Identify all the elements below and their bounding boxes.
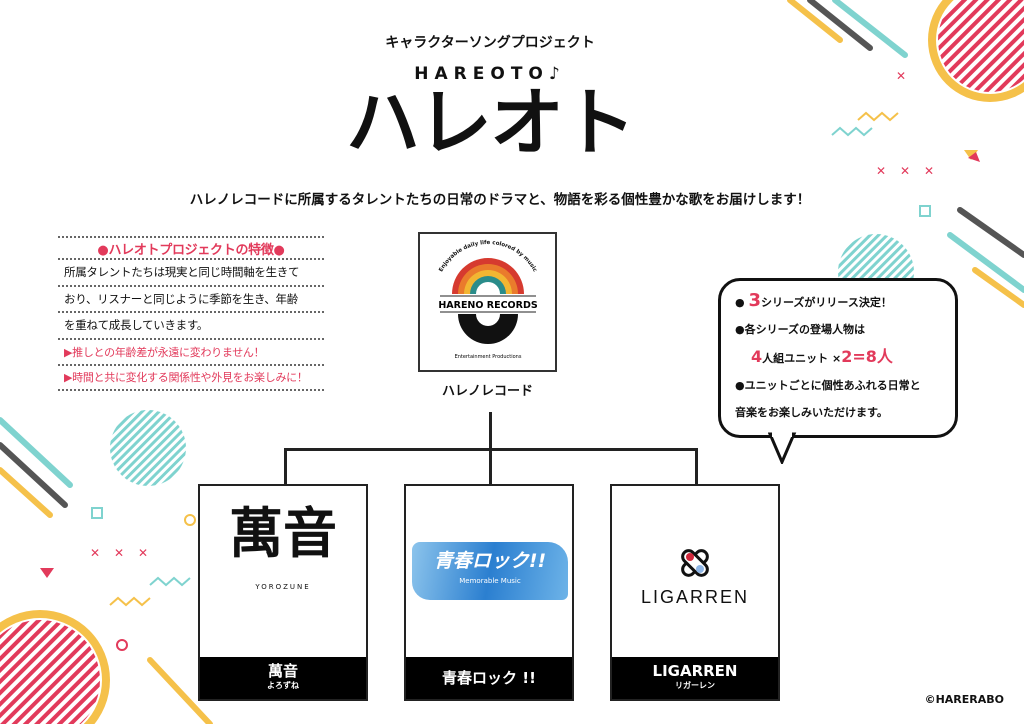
bubble-line: ●ユニットごとに個性あふれる日常と [735, 379, 921, 392]
tree-line [695, 448, 698, 485]
bubble-line: ●各シリーズの登場人物は [735, 323, 866, 336]
bubble-line: シリーズがリリース決定！ [760, 296, 892, 309]
info-speech-bubble: ● 3シリーズがリリース決定！ ●各シリーズの登場人物は 4人組ユニット ×2=… [718, 278, 958, 438]
copyright: ©HARERABO [924, 693, 1004, 706]
unit-name: 萬音 [267, 662, 298, 680]
yorozune-logo-sub: YOROZUNE [255, 583, 311, 591]
tree-line [489, 448, 492, 485]
svg-text:✕: ✕ [876, 164, 886, 178]
page-title: ハレオト [346, 80, 636, 166]
tree-line [284, 448, 287, 485]
bubble-tail [768, 432, 797, 464]
unit-card-seishun-rock[interactable]: 青春ロック!! Memorable Music 青春ロック !! [404, 484, 574, 701]
svg-text:✕: ✕ [896, 69, 906, 83]
feature-point: ▶時間と共に変化する関係性や外見をお楽しみに！ [58, 364, 324, 391]
tagline: ハレノレコードに所属するタレントたちの日常のドラマと、物語を彩る個性豊かな歌をお… [189, 192, 811, 208]
unit-card-yorozune[interactable]: 萬音 YOROZUNE 萬音よろずね [198, 484, 368, 701]
yorozune-logo: 萬音 [229, 501, 337, 565]
ligarren-emblem-icon [681, 549, 709, 577]
unit-reading: よろずね [267, 681, 299, 690]
features-panel: ●ハレオトプロジェクトの特徴● 所属タレントたちは現実と同じ時間軸を生きて おり… [58, 236, 324, 391]
unit-reading: リガーレン [675, 681, 715, 690]
teal-circle [110, 410, 186, 486]
features-title: ●ハレオトプロジェクトの特徴● [58, 236, 324, 258]
member-count: 4 [751, 347, 763, 366]
feature-line: 所属タレントたちは現実と同じ時間軸を生きて [58, 258, 324, 285]
bullet: ● [735, 296, 745, 309]
svg-text:✕: ✕ [114, 546, 124, 560]
unit-name: 青春ロック !! [442, 669, 536, 687]
bubble-line: 人組ユニット × [762, 352, 842, 365]
svg-text:✕: ✕ [90, 546, 100, 560]
project-subtitle: キャラクターソングプロジェクト [385, 35, 595, 51]
logo-name: HARENO RECORDS [438, 300, 537, 311]
label-name: ハレノレコード [441, 384, 533, 399]
hareno-records-logo: Enjoyable daily life colored by music HA… [418, 232, 557, 372]
svg-text:✕: ✕ [924, 164, 934, 178]
svg-text:✕: ✕ [900, 164, 910, 178]
tree-line [489, 412, 492, 450]
bubble-line: 音楽をお楽しみいただけます。 [735, 406, 888, 419]
feature-point: ▶推しとの年齢差が永遠に変わりません！ [58, 337, 324, 365]
svg-text:✕: ✕ [138, 546, 148, 560]
feature-line: おり、リスナーと同じように季節を生き、年齢 [58, 284, 324, 312]
logo-arc-bottom: Entertainment Productions [455, 354, 522, 360]
ligarren-logo-text: LIGARREN [640, 587, 750, 607]
series-count: 3 [748, 290, 761, 311]
feature-line: を重ねて成長していきます。 [58, 311, 324, 338]
seishun-rock-logo: 青春ロック!! Memorable Music [412, 542, 568, 600]
title-english: HAREOTO♪ [414, 64, 566, 84]
unit-name: LIGARREN [652, 662, 738, 680]
total-count: 2=8人 [841, 347, 893, 366]
